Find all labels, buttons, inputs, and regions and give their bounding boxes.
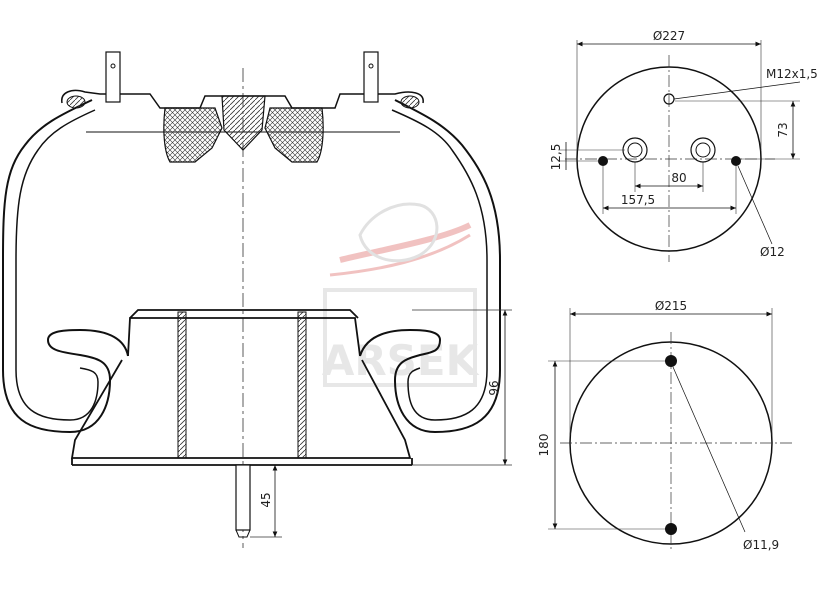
bottom-bolt-hole-top [665, 355, 677, 367]
dim-stud-length: 45 [259, 492, 273, 507]
top-diameter-label: Ø227 [653, 29, 685, 43]
diameter-symbol: Ø [653, 29, 662, 43]
dim-bottom-bolt-hole: 11,9 [752, 538, 779, 552]
side-view: 96 45 [1, 51, 512, 548]
dim-thread: M12x1,5 [766, 67, 818, 81]
dim-port-offset: 12,5 [549, 144, 563, 171]
crimp-left [66, 95, 86, 109]
dim-height: 96 [487, 380, 501, 395]
top-stud-left [105, 51, 121, 103]
air-port-right [690, 137, 716, 163]
air-port-left [622, 137, 648, 163]
top-stud-right [363, 51, 379, 103]
bellow-inner-right [391, 109, 488, 421]
piston-body [70, 309, 412, 459]
bellow-outer-right [359, 99, 501, 434]
watermark: ARSEK [322, 202, 480, 387]
top-plate-view: Ø227 M12x1,5 73 12,5 80 157,5 [549, 29, 818, 262]
diameter-symbol: Ø [743, 538, 752, 552]
top-bolt-hole-right [731, 156, 741, 166]
piston-rib-left [177, 311, 187, 459]
bellow-inner [15, 109, 99, 421]
bottom-bolt-hole-label: Ø11,9 [743, 538, 779, 552]
bumper-left [163, 107, 223, 163]
diameter-symbol: Ø [655, 299, 664, 313]
top-bolt-hole-left [598, 156, 608, 166]
diameter-symbol: Ø [760, 245, 769, 259]
dim-thread-offset: 73 [776, 122, 790, 137]
dim-bottom-bolt-spacing: 180 [537, 434, 551, 457]
dim-bolt-spacing: 157,5 [621, 193, 655, 207]
dim-port-spacing: 80 [671, 171, 686, 185]
bolt-hole-label: Ø12 [760, 245, 785, 259]
dim-bolt-hole: 12 [769, 245, 784, 259]
bumper-right [264, 107, 324, 163]
bumper-center [221, 95, 266, 151]
bottom-diameter-label: Ø215 [655, 299, 687, 313]
dim-bottom-diameter: 215 [664, 299, 687, 313]
bottom-plate-view: Ø215 180 Ø11,9 [537, 299, 795, 552]
bottom-stud [235, 464, 251, 531]
dim-top-diameter: 227 [662, 29, 685, 43]
bellow-outer [1, 99, 129, 434]
bottom-bolt-hole-bottom [665, 523, 677, 535]
watermark-brand: ARSEK [322, 336, 480, 385]
top-plate [61, 89, 424, 109]
piston-rib-right [297, 311, 307, 459]
crimp-right [400, 95, 420, 109]
